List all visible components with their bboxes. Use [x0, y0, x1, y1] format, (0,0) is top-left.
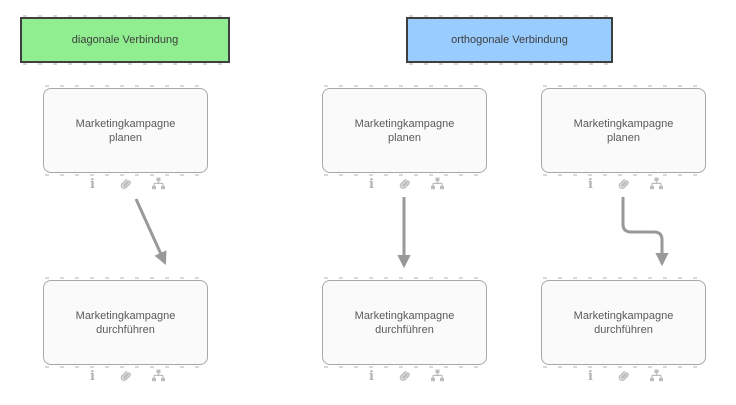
info-icon[interactable]: i [369, 368, 374, 384]
task-execute-col3[interactable]: Marketingkampagne durchführen [541, 277, 706, 368]
task-label: Marketingkampagne planen [354, 117, 455, 144]
task-icons-row: i [541, 367, 706, 385]
hierarchy-icon[interactable] [151, 177, 166, 192]
info-icon[interactable]: i [588, 368, 593, 384]
legend-label: orthogonale Verbindung [451, 34, 568, 46]
task-execute-col2[interactable]: Marketingkampagne durchführen [322, 277, 487, 368]
attachment-icon[interactable] [397, 177, 412, 192]
info-icon[interactable]: i [90, 368, 95, 384]
attachment-icon[interactable] [118, 369, 133, 384]
task-plan-col3[interactable]: Marketingkampagne planen [541, 85, 706, 176]
legend-diagonal-connection[interactable]: diagonale Verbindung [20, 15, 230, 65]
task-execute-col1[interactable]: Marketingkampagne durchführen [43, 277, 208, 368]
task-plan-col1[interactable]: Marketingkampagne planen [43, 85, 208, 176]
task-label: Marketingkampagne durchführen [573, 309, 674, 336]
hierarchy-icon[interactable] [649, 177, 664, 192]
task-icons-row: i [43, 175, 208, 193]
task-label: Marketingkampagne durchführen [354, 309, 455, 336]
task-label: Marketingkampagne planen [573, 117, 674, 144]
info-icon[interactable]: i [588, 176, 593, 192]
task-icons-row: i [322, 367, 487, 385]
hierarchy-icon[interactable] [151, 369, 166, 384]
edge-orthogonal-connector[interactable] [621, 197, 669, 267]
task-icons-row: i [322, 175, 487, 193]
task-icons-row: i [541, 175, 706, 193]
info-icon[interactable]: i [369, 176, 374, 192]
attachment-icon[interactable] [616, 369, 631, 384]
task-label: Marketingkampagne durchführen [75, 309, 176, 336]
task-plan-col2[interactable]: Marketingkampagne planen [322, 85, 487, 176]
legend-label: diagonale Verbindung [71, 34, 179, 46]
hierarchy-icon[interactable] [430, 369, 445, 384]
task-icons-row: i [43, 367, 208, 385]
info-icon[interactable]: i [90, 176, 95, 192]
edge-diagonal-connector[interactable] [134, 198, 167, 266]
attachment-icon[interactable] [118, 177, 133, 192]
hierarchy-icon[interactable] [430, 177, 445, 192]
legend-orthogonal-connection[interactable]: orthogonale Verbindung [406, 15, 613, 65]
attachment-icon[interactable] [397, 369, 412, 384]
hierarchy-icon[interactable] [649, 369, 664, 384]
task-label: Marketingkampagne planen [75, 117, 176, 144]
attachment-icon[interactable] [616, 177, 631, 192]
